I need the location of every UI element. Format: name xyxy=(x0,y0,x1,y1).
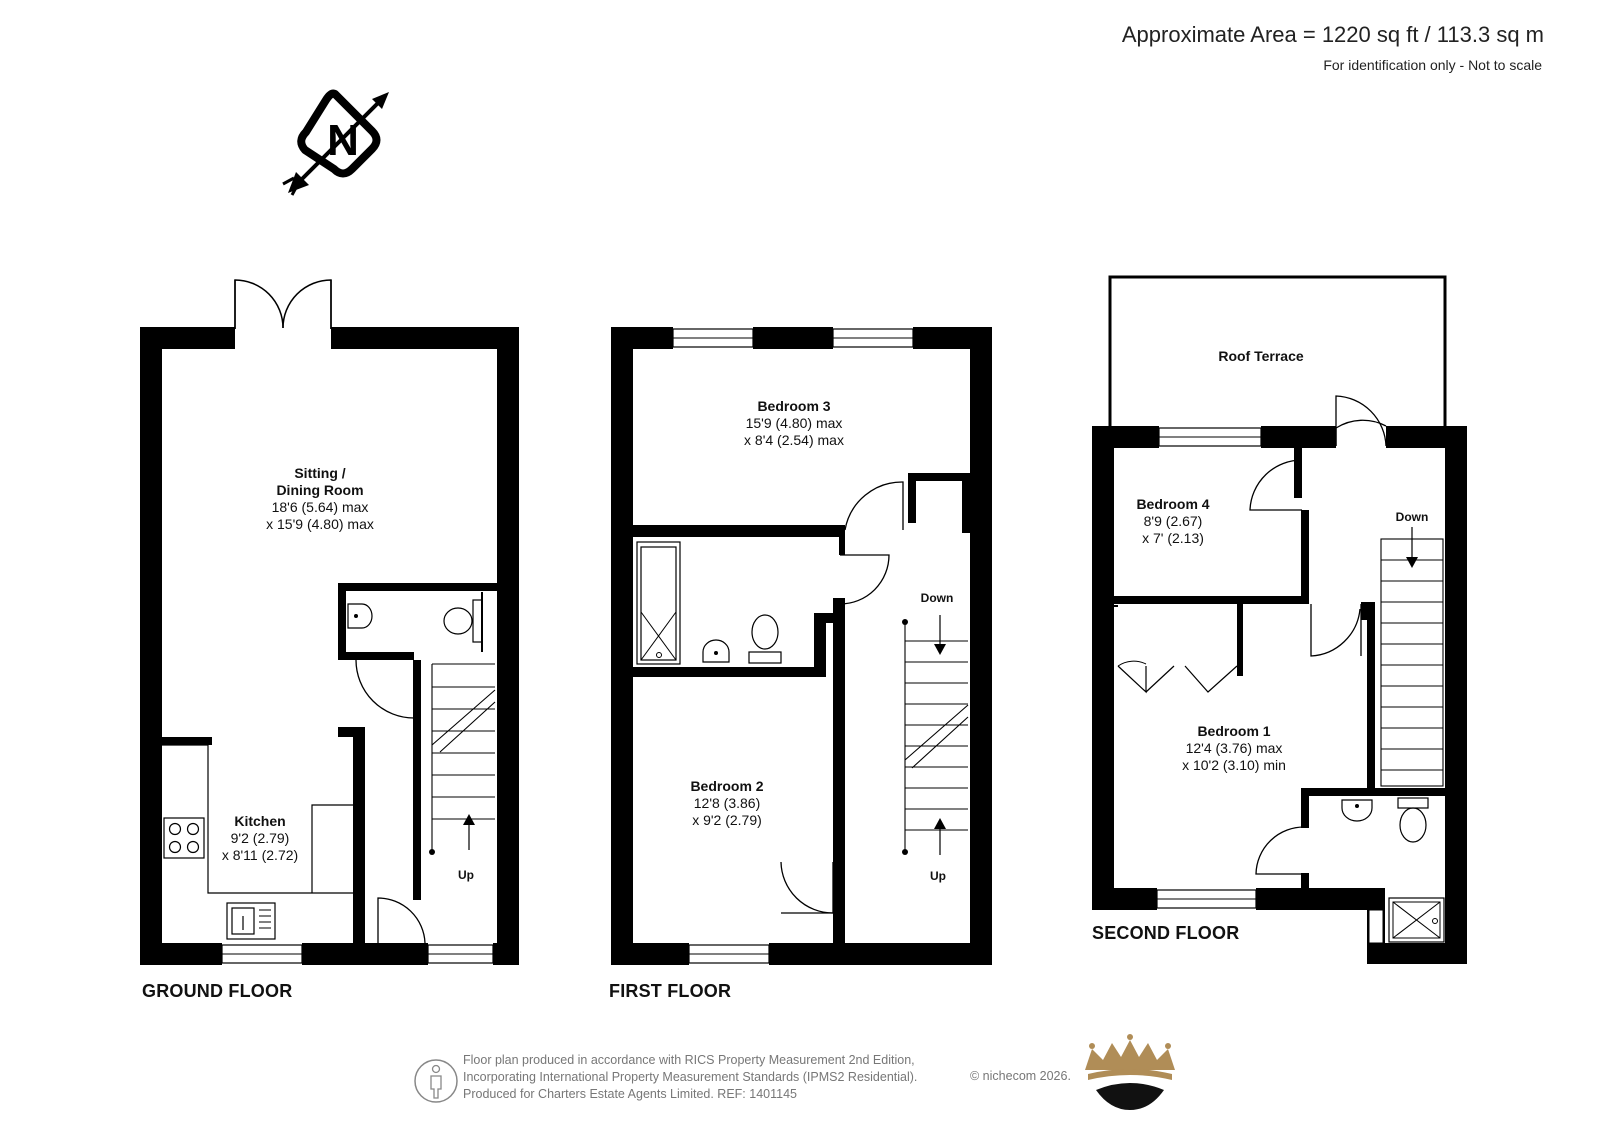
kitchen-label: Kitchen 9'2 (2.79) x 8'11 (2.72) xyxy=(222,813,298,864)
room-name: Bedroom 1 xyxy=(1197,723,1271,739)
svg-text:N: N xyxy=(327,116,359,165)
copyright: © nichecom 2026. xyxy=(970,1069,1071,1083)
room-dimension: x 10'2 (3.10) min xyxy=(1182,757,1286,773)
identification-note: For identification only - Not to scale xyxy=(1323,57,1542,73)
stair-up-label: Up xyxy=(458,868,474,882)
room-dimension: x 8'4 (2.54) max xyxy=(744,432,844,448)
footer-line: Incorporating International Property Mea… xyxy=(463,1070,918,1084)
ground-floor-label: GROUND FLOOR xyxy=(142,981,293,1001)
bedroom-1-label: Bedroom 1 12'4 (3.76) max x 10'2 (3.10) … xyxy=(1182,723,1286,774)
room-name: Bedroom 3 xyxy=(757,398,831,414)
room-dimension: 12'8 (3.86) xyxy=(693,795,761,811)
stair-down-label: Down xyxy=(920,591,954,605)
ground-floor-plan xyxy=(140,279,519,965)
room-dimension: 18'6 (5.64) max xyxy=(271,499,369,515)
room-name: Sitting / xyxy=(294,465,346,481)
bedroom-4-label: Bedroom 4 8'9 (2.67) x 7' (2.13) xyxy=(1136,496,1209,547)
crown-logo-icon xyxy=(1085,1034,1175,1110)
first-floor-plan xyxy=(611,327,992,965)
footer-line: Floor plan produced in accordance with R… xyxy=(463,1053,915,1067)
room-name: Bedroom 2 xyxy=(690,778,764,794)
room-dimension: x 9'2 (2.79) xyxy=(692,812,762,828)
roof-terrace-label: Roof Terrace xyxy=(1218,348,1303,365)
bedroom-3-label: Bedroom 3 15'9 (4.80) max x 8'4 (2.54) m… xyxy=(744,398,844,449)
room-dimension: x 15'9 (4.80) max xyxy=(266,516,374,532)
approximate-area: Approximate Area = 1220 sq ft / 113.3 sq… xyxy=(1121,22,1544,47)
stair-up-label: Up xyxy=(930,869,946,883)
sitting-dining-room-label: Sitting / Dining Room 18'6 (5.64) max x … xyxy=(266,465,374,533)
room-name: Roof Terrace xyxy=(1218,348,1304,364)
first-floor-label: FIRST FLOOR xyxy=(609,981,732,1001)
room-dimension: 15'9 (4.80) max xyxy=(745,415,843,431)
room-dimension: x 7' (2.13) xyxy=(1142,530,1204,546)
room-name: Dining Room xyxy=(276,482,364,498)
footer-line: Produced for Charters Estate Agents Limi… xyxy=(463,1087,797,1101)
room-name: Kitchen xyxy=(234,813,286,829)
room-dimension: 9'2 (2.79) xyxy=(230,830,290,846)
bedroom-2-label: Bedroom 2 12'8 (3.86) x 9'2 (2.79) xyxy=(690,778,763,829)
second-floor-plan xyxy=(1092,275,1467,964)
second-floor-label: SECOND FLOOR xyxy=(1092,923,1240,943)
room-name: Bedroom 4 xyxy=(1136,496,1210,512)
north-arrow-icon: N xyxy=(282,89,389,196)
room-dimension: 12'4 (3.76) max xyxy=(1185,740,1283,756)
room-dimension: 8'9 (2.67) xyxy=(1143,513,1203,529)
room-dimension: x 8'11 (2.72) xyxy=(221,847,299,863)
stair-down-label: Down xyxy=(1395,510,1429,524)
rics-statement: Floor plan produced in accordance with R… xyxy=(463,1052,917,1103)
person-icon xyxy=(414,1059,458,1103)
